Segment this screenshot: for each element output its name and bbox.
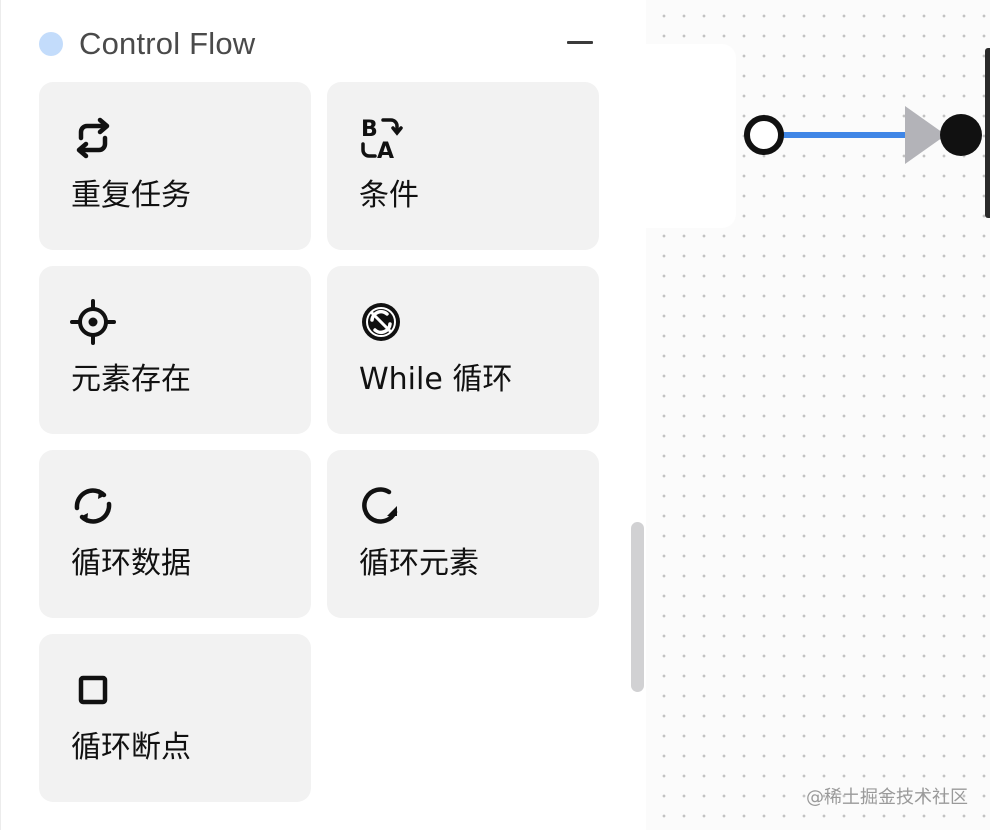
input-port[interactable] [940, 114, 982, 156]
svg-text:A: A [377, 139, 394, 162]
watermark: @稀土掘金技术社区 [806, 787, 968, 808]
while-loop-icon [357, 298, 405, 346]
output-port[interactable] [744, 115, 784, 155]
block-card-element-exists[interactable]: 元素存在 [39, 266, 311, 434]
block-card-loop-breakpoint[interactable]: 循环断点 [39, 634, 311, 802]
block-card-label: 条件 [359, 178, 419, 213]
block-card-label: 循环断点 [71, 730, 191, 765]
panel-scrollbar[interactable] [631, 522, 644, 692]
loop-breakpoint-icon [69, 666, 117, 714]
block-card-label: 重复任务 [71, 178, 191, 213]
minus-icon[interactable] [567, 34, 593, 50]
block-card-label: 循环元素 [359, 546, 479, 581]
block-card-while-loop[interactable]: While 循环 [327, 266, 599, 434]
loop-data-icon [69, 482, 117, 530]
block-card-label: 元素存在 [71, 362, 191, 397]
block-card-label: While 循环 [359, 362, 513, 397]
loop-element-icon [357, 482, 405, 530]
crosshair-icon [69, 298, 117, 346]
block-card-label: 循环数据 [71, 546, 191, 581]
target-node[interactable] [985, 48, 990, 218]
category-title: Control Flow [79, 26, 256, 61]
block-card-repeat-task[interactable]: 重复任务 [39, 82, 311, 250]
repeat-icon [69, 114, 117, 162]
workflow-edge[interactable] [730, 90, 990, 180]
category-color-dot [39, 32, 63, 56]
category-header: Control Flow [37, 22, 601, 62]
block-card-loop-data[interactable]: 循环数据 [39, 450, 311, 618]
trigger-node[interactable] [646, 44, 736, 228]
block-card-loop-elements[interactable]: 循环元素 [327, 450, 599, 618]
edge-arrow-icon [905, 106, 946, 164]
svg-text:B: B [361, 117, 378, 142]
